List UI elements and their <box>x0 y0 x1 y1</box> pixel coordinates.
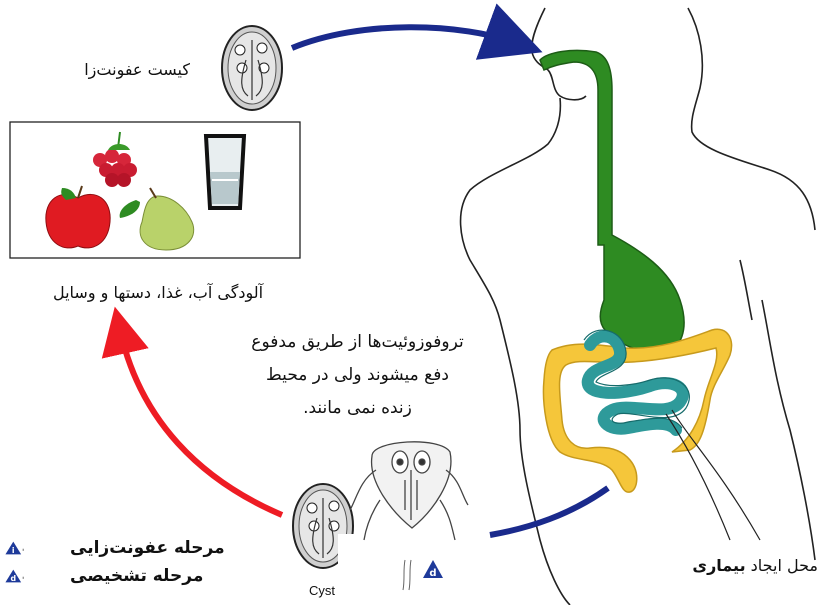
note-line-2: دفع میشوند ولی در محیط <box>235 359 480 392</box>
infective-cyst-label: کیست عفونت‌زا <box>50 60 190 79</box>
disease-site-label: محل ایجاد بیماری <box>648 556 818 575</box>
legend: i مرحله عفونت‌زایی d مرحله تشخیصی <box>4 538 264 586</box>
note-line-1: تروفوزوئیت‌ها از طریق مدفوع <box>235 326 480 359</box>
legend-diagnostic: d مرحله تشخیصی <box>4 566 264 586</box>
water-glass-icon <box>206 136 244 208</box>
esophagus-stomach <box>540 50 684 352</box>
diagnostic-stage-icon: d <box>423 560 443 579</box>
svg-text:d: d <box>10 574 16 583</box>
cyst-label-mask <box>338 534 368 564</box>
svg-text:i: i <box>12 546 15 555</box>
contamination-label: آلودگی آب، غذا، دستها و وسایل <box>18 283 298 302</box>
infective-stage-icon: i <box>4 538 24 558</box>
ingestion-arrow <box>292 27 520 48</box>
note-line-3: زنده نمی مانند. <box>235 392 480 425</box>
legend-diagnostic-label: مرحله تشخیصی <box>70 566 203 586</box>
flagella-fragment <box>403 560 411 590</box>
excretion-arrow <box>490 488 608 535</box>
disease-site-prefix: محل ایجاد <box>751 556 818 575</box>
disease-site-bold: بیماری <box>692 556 745 575</box>
legend-infective-label: مرحله عفونت‌زایی <box>70 538 225 558</box>
trophozoite-note: تروفوزوئیت‌ها از طریق مدفوع دفع میشوند و… <box>235 326 480 425</box>
legend-infective: i مرحله عفونت‌زایی <box>4 538 264 558</box>
cyst-caption: Cyst <box>309 583 335 598</box>
diagnostic-legend-icon: d <box>4 566 24 586</box>
svg-text:d: d <box>429 568 436 579</box>
trophozoite-image <box>350 442 468 540</box>
infective-cyst-image <box>222 26 282 110</box>
